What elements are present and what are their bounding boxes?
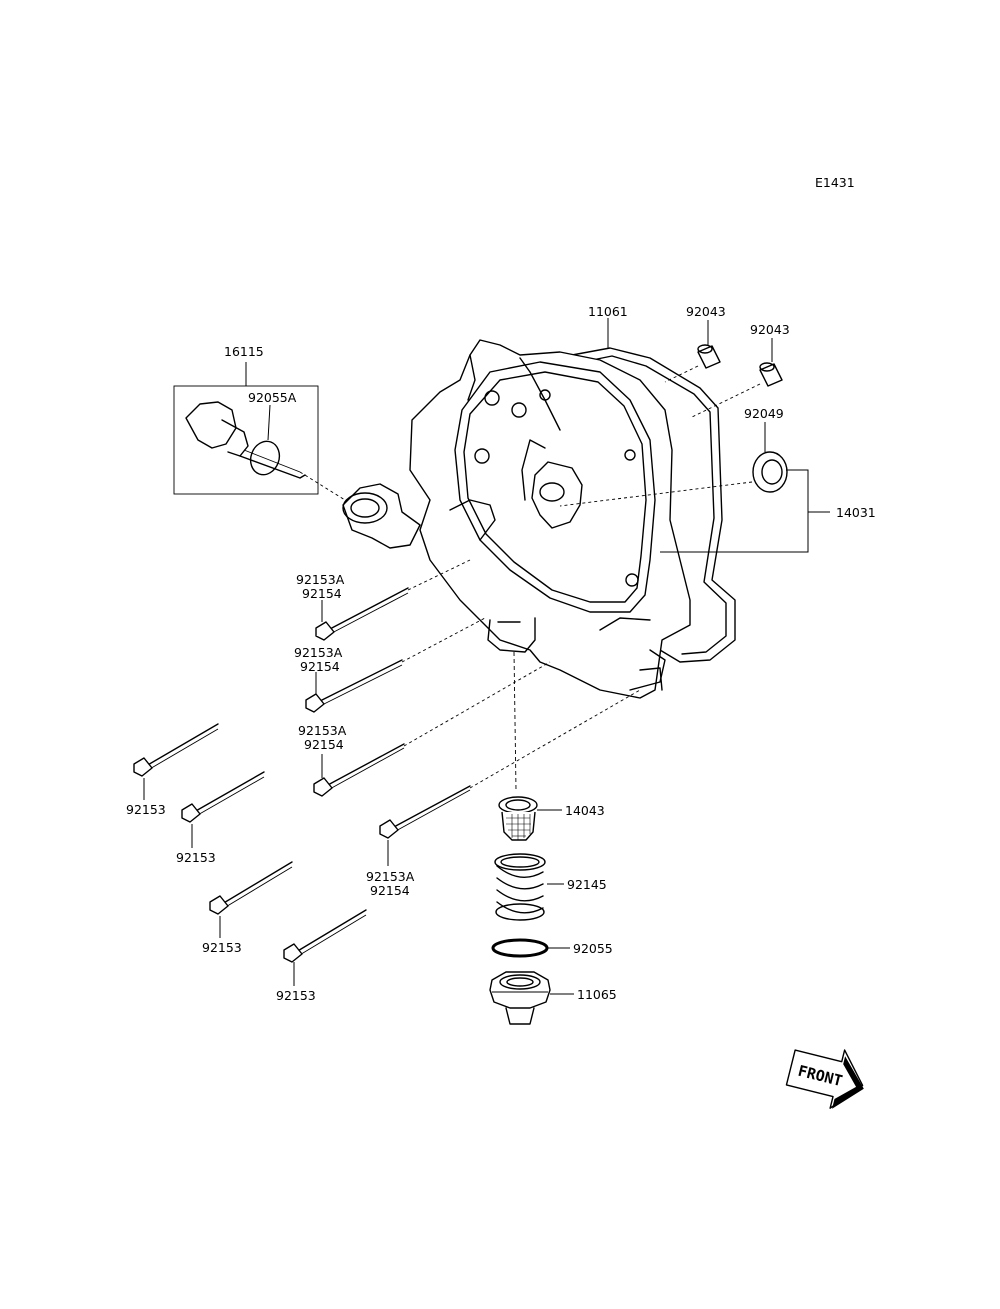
label-92153A-3: 92153A: [298, 723, 347, 738]
label-group-11061: 11061: [588, 304, 628, 348]
bolt-92153-2[interactable]: 92153: [176, 771, 265, 865]
label-92154-3: 92154: [304, 737, 344, 752]
crankcase-cover-11061[interactable]: [409, 339, 736, 699]
label-92043-a: 92043: [686, 304, 726, 319]
label-92154-2: 92154: [300, 659, 340, 674]
label-92049: 92049: [744, 406, 784, 421]
label-92153A-2: 92153A: [294, 645, 343, 660]
o-ring-92055[interactable]: 92055: [491, 938, 613, 958]
label-92055A: 92055A: [248, 390, 297, 405]
label-92153-3: 92153: [202, 940, 242, 955]
bolt-92153-3[interactable]: 92153: [202, 861, 293, 955]
label-92153-2: 92153: [176, 850, 216, 865]
bolt-92153A-2[interactable]: 92153A 92154: [294, 617, 486, 713]
oil-seal-92049[interactable]: 92049: [559, 406, 788, 507]
front-arrow-icon: FRONT: [785, 1049, 864, 1109]
diagram-code: E1431: [815, 175, 855, 190]
label-92153-4: 92153: [276, 988, 316, 1003]
label-16115: 16115: [224, 344, 264, 359]
drain-axis-line: [513, 651, 517, 791]
label-14043: 14043: [565, 803, 605, 818]
bolt-92153A-4[interactable]: 92153A 92154: [366, 689, 641, 898]
oil-filler-neck: [342, 483, 421, 549]
dowel-pin-92043-a[interactable]: 92043: [664, 304, 726, 383]
bolt-92153A-1[interactable]: 92153A 92154: [296, 559, 471, 641]
label-92043-b: 92043: [750, 322, 790, 337]
oil-level-gauge-16115[interactable]: [185, 401, 346, 501]
label-14031: 14031: [836, 505, 876, 520]
label-92154-1: 92154: [302, 586, 342, 601]
label-92154-4: 92154: [370, 883, 410, 898]
label-92055: 92055: [573, 941, 613, 956]
bolt-92153-4[interactable]: 92153: [276, 909, 367, 1003]
bolt-92153A-3[interactable]: 92153A 92154: [298, 661, 551, 797]
dowel-pin-92043-b[interactable]: 92043: [689, 322, 790, 419]
spring-92145[interactable]: 92145: [494, 853, 607, 921]
bolt-92153-1[interactable]: 92153: [126, 723, 219, 817]
label-11065: 11065: [577, 987, 617, 1002]
label-92145: 92145: [567, 877, 607, 892]
label-92153-1: 92153: [126, 802, 166, 817]
o-ring-92055A[interactable]: 92055A: [246, 390, 297, 479]
oil-strainer-14043[interactable]: 14043: [498, 796, 605, 841]
oil-cap-box-16115: 16115: [173, 344, 319, 495]
drain-plug-11065[interactable]: 11065: [489, 971, 617, 1025]
label-92153A-4: 92153A: [366, 869, 415, 884]
label-92153A-1: 92153A: [296, 572, 345, 587]
bracket-14031: 14031: [660, 469, 876, 553]
label-11061: 11061: [588, 304, 628, 319]
